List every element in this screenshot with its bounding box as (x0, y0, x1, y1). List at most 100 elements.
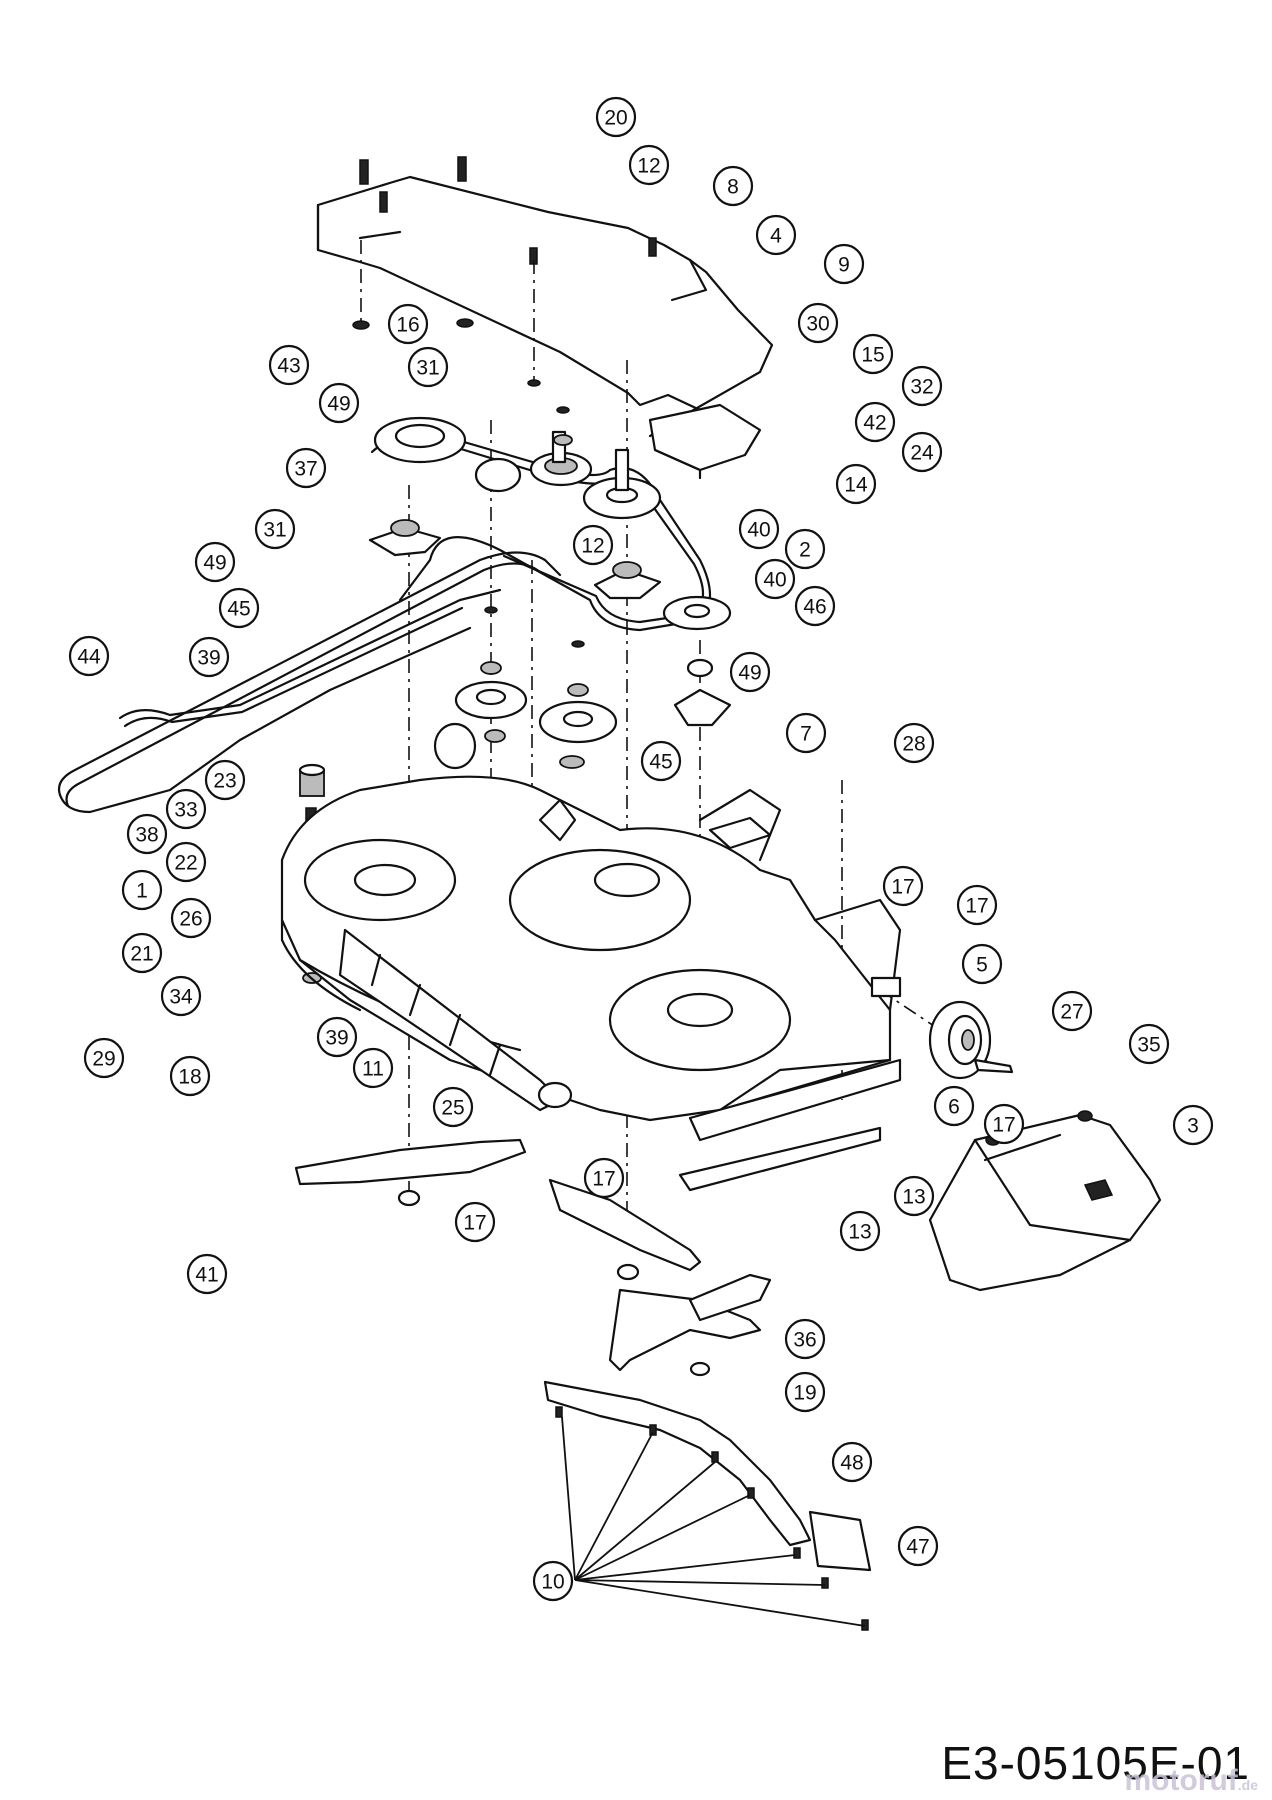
callout-circle (218, 587, 260, 629)
baffle-fasteners (555, 1406, 869, 1631)
callout-13: 13 (893, 1175, 935, 1217)
callout-label: 16 (396, 314, 419, 337)
callout-label: 37 (294, 458, 317, 481)
callout-circle (387, 303, 429, 345)
callout-label: 23 (213, 770, 236, 793)
callout-19: 19 (784, 1371, 826, 1413)
callout-circle (454, 1201, 496, 1243)
callout-label: 44 (77, 646, 101, 669)
callout-label: 34 (169, 986, 193, 1009)
callout-label: 43 (277, 355, 300, 378)
callout-circle (204, 759, 246, 801)
callout-circle (572, 524, 614, 566)
callout-circle (1128, 1023, 1170, 1065)
callout-17: 17 (583, 1157, 625, 1199)
callout-circle (126, 813, 168, 855)
callout-circle (254, 508, 296, 550)
baffles (543, 1058, 902, 1572)
callout-label: 1 (136, 880, 148, 903)
deck-roller (338, 722, 573, 1112)
callout-label: 21 (130, 943, 153, 966)
callout-40: 40 (754, 558, 796, 600)
cover-bolts (352, 156, 657, 330)
callout-28: 28 (893, 722, 935, 764)
callout-45: 45 (640, 740, 682, 782)
callout-circle (738, 508, 780, 550)
callout-label: 47 (906, 1536, 929, 1559)
watermark-brand: motoruf (1124, 1764, 1238, 1797)
callout-label: 6 (948, 1096, 960, 1119)
callout-circle (901, 365, 943, 407)
callout-10: 10 (532, 1560, 574, 1602)
callout-circle (285, 447, 327, 489)
callout-circle (186, 1253, 228, 1295)
callout-circle (532, 1560, 574, 1602)
callout-11: 11 (352, 1047, 394, 1089)
callout-circle (784, 1318, 826, 1360)
callout-4: 4 (755, 214, 797, 256)
callout-33: 33 (165, 788, 207, 830)
callout-label: 29 (92, 1048, 115, 1071)
callout-label: 9 (838, 254, 850, 277)
callout-label: 12 (637, 155, 660, 178)
callout-label: 12 (581, 535, 604, 558)
callout-circle (352, 1047, 394, 1089)
callout-circle (729, 651, 771, 693)
callout-circle (933, 1085, 975, 1127)
callout-circle (407, 346, 449, 388)
callout-39: 39 (316, 1016, 358, 1058)
callout-label: 36 (793, 1329, 816, 1352)
callout-15: 15 (852, 333, 894, 375)
callout-circle (169, 1055, 211, 1097)
callout-27: 27 (1051, 990, 1093, 1032)
callout-label: 35 (1137, 1034, 1160, 1057)
callout-circle (754, 558, 796, 600)
callout-label: 45 (649, 751, 672, 774)
callout-label: 42 (863, 412, 886, 435)
callout-circle (893, 1175, 935, 1217)
callout-label: 15 (861, 344, 884, 367)
callout-31: 31 (254, 508, 296, 550)
belt-cover (316, 175, 774, 480)
callout-3: 3 (1172, 1104, 1214, 1146)
callout-label: 38 (135, 824, 158, 847)
callout-10-leaders (561, 1416, 866, 1627)
callout-label: 11 (362, 1058, 384, 1081)
callout-label: 17 (592, 1168, 615, 1191)
callout-21: 21 (121, 932, 163, 974)
callout-circle (835, 463, 877, 505)
callout-8: 8 (712, 165, 754, 207)
callout-label: 46 (803, 596, 826, 619)
callout-label: 45 (227, 598, 250, 621)
callout-circle (712, 165, 754, 207)
callout-label: 48 (840, 1452, 863, 1475)
callout-label: 8 (727, 176, 739, 199)
callout-circle (901, 431, 943, 473)
callout-17: 17 (882, 865, 924, 907)
callout-label: 30 (806, 313, 829, 336)
callout-label: 31 (263, 519, 286, 542)
callout-circle (797, 302, 839, 344)
callout-label: 5 (976, 954, 988, 977)
callout-label: 39 (197, 647, 220, 670)
callout-circle (893, 722, 935, 764)
callout-circle (268, 344, 310, 386)
drawing-code: E3-05105E-01 (941, 1737, 1250, 1789)
callout-circle (755, 214, 797, 256)
callout-24: 24 (901, 431, 943, 473)
callout-17: 17 (983, 1103, 1025, 1145)
callout-circle (188, 636, 230, 678)
callout-23: 23 (204, 759, 246, 801)
callout-14: 14 (835, 463, 877, 505)
callout-label: 17 (463, 1212, 486, 1235)
callout-circle (640, 740, 682, 782)
callout-label: 40 (763, 569, 786, 592)
callout-41: 41 (186, 1253, 228, 1295)
callout-circle (854, 401, 896, 443)
callout-6: 6 (933, 1085, 975, 1127)
callout-32: 32 (901, 365, 943, 407)
callout-label: 4 (770, 225, 782, 248)
callout-label: 13 (902, 1186, 925, 1209)
